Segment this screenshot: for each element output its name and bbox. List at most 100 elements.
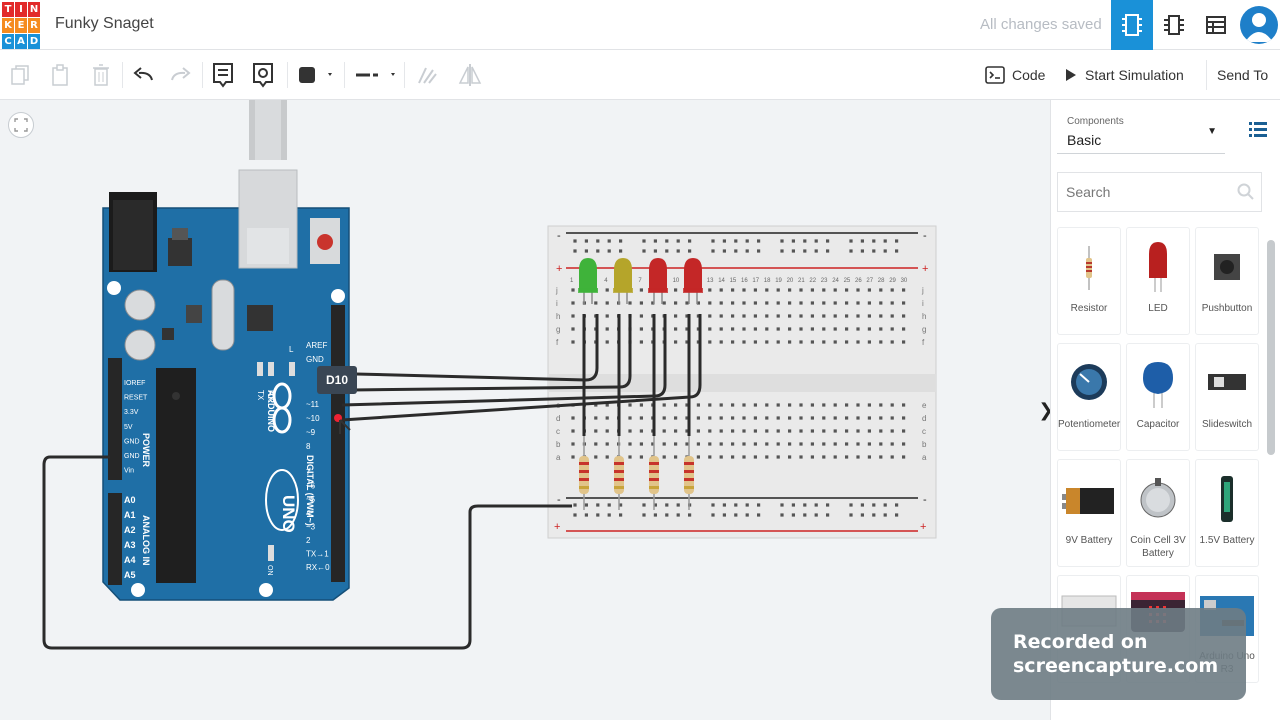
row-letter: d [556,414,560,423]
digital-pin-label: 2 [306,536,311,545]
led-red[interactable] [648,258,668,304]
breadboard-hole [628,455,632,459]
resistor[interactable] [579,436,589,510]
annotation-button[interactable] [248,60,278,90]
collapse-panel-button[interactable]: ❯ [1038,390,1053,430]
breadboard-hole [879,442,883,446]
code-editor-icon [985,66,1005,84]
panel-scrollbar[interactable] [1267,240,1275,455]
delete-button[interactable] [86,60,116,90]
color-dropdown[interactable] [297,60,337,90]
component-thumbnail [1127,232,1189,300]
mirror-button[interactable] [412,60,442,90]
component-tile[interactable]: Pushbutton [1195,227,1259,335]
component-tile[interactable]: LED [1126,227,1190,335]
breadboard-rail-hole [872,249,876,253]
breadboard-hole [799,301,803,305]
breadboard-rail-hole [619,239,623,243]
breadboard-rail-hole [734,503,738,507]
breadboard-hole [845,403,849,407]
circuit-canvas[interactable]: TX RX L ON ARDUINO UNO DIGITAL (PWM~) PO… [0,100,1054,720]
breadboard-hole [902,403,906,407]
code-button[interactable]: Code [985,60,1045,90]
breadboard-rail-hole [895,249,899,253]
breadboard-hole [674,403,678,407]
components-category-select[interactable]: Components Basic ▼ [1057,108,1225,154]
notes-button[interactable] [208,60,238,90]
breadboard-hole [731,455,735,459]
redo-button[interactable] [166,60,196,90]
component-tile[interactable]: Slideswitch [1195,343,1259,451]
breadboard-hole [810,416,814,420]
breadboard-hole [856,416,860,420]
component-tile[interactable]: Resistor [1057,227,1121,335]
breadboard-hole [685,442,689,446]
undo-button[interactable] [128,60,158,90]
circuit-view-button[interactable] [1111,0,1153,50]
search-icon[interactable] [1237,183,1255,201]
breadboard-hole [776,442,780,446]
fit-view-button[interactable] [8,112,34,138]
breadboard-rail-hole [607,249,611,253]
row-letter: d [922,414,926,423]
breadboard-hole [856,340,860,344]
breadboard-hole [822,288,826,292]
resistor[interactable] [684,436,694,510]
breadboard-hole [719,301,723,305]
line-style-dropdown[interactable] [354,60,400,90]
component-tile[interactable]: Capacitor [1126,343,1190,451]
arduino-uno-board[interactable]: TX RX L ON ARDUINO UNO DIGITAL (PWM~) PO… [102,169,350,601]
resistor[interactable] [614,436,624,510]
list-view-toggle[interactable] [1247,118,1269,140]
wire-gnd[interactable] [42,455,572,650]
component-tile[interactable]: 9V Battery [1057,459,1121,567]
breadboard-rail-hole [860,513,864,517]
breadboard-rail-hole [860,239,864,243]
breadboard-hole [879,327,883,331]
bom-list-view-button[interactable] [1195,0,1237,50]
led-yellow[interactable] [613,258,633,304]
breadboard-hole [867,455,871,459]
send-to-button[interactable]: Send To [1206,60,1278,90]
notes-icon [213,63,233,88]
project-name[interactable]: Funky Snaget [55,15,154,32]
breadboard-hole [731,403,735,407]
breadboard-hole [890,314,894,318]
led-red[interactable] [683,258,703,304]
component-tile[interactable]: Coin Cell 3V Battery [1126,459,1190,567]
logo-letter: D [28,34,40,49]
led-green[interactable] [578,258,598,304]
component-thumbnail [1127,348,1189,416]
breadboard-hole [845,340,849,344]
breadboard-rail-hole [803,239,807,243]
components-select-value: Basic [1067,132,1102,148]
breadboard-hole [639,403,643,407]
wire-pin-12-led1[interactable] [355,314,599,382]
component-label: Resistor [1070,303,1108,314]
breadboard-hole [765,403,769,407]
component-search-input[interactable] [1058,173,1228,211]
breadboard-rail-hole [895,513,899,517]
breadboard-hole [742,288,746,292]
breadboard-hole [639,442,643,446]
breadboard-rail-hole [883,503,887,507]
column-number: 15 [730,278,737,284]
breadboard-hole [685,403,689,407]
breadboard-hole [833,314,837,318]
user-avatar[interactable] [1240,6,1278,44]
start-simulation-button[interactable]: Start Simulation [1065,60,1184,90]
play-icon [1066,69,1076,81]
copy-button[interactable] [5,60,35,90]
breadboard-hole [856,429,860,433]
component-tile[interactable]: Potentiometer [1057,343,1121,451]
component-label: 1.5V Battery [1199,535,1255,546]
breadboard-rail-hole [665,249,669,253]
column-number: 21 [798,278,805,284]
resistor[interactable] [649,436,659,510]
schematic-view-button[interactable] [1153,0,1195,50]
component-tile[interactable]: 1.5V Battery [1195,459,1259,567]
paste-button[interactable] [45,60,75,90]
flip-button[interactable] [455,60,485,90]
